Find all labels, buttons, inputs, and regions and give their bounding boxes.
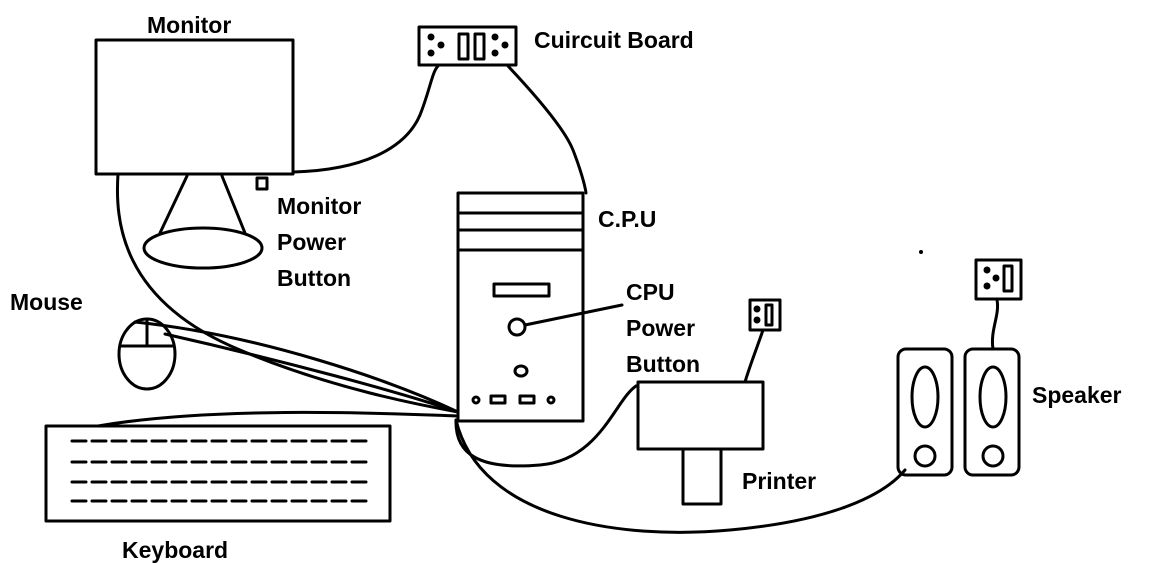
cables	[96, 64, 1000, 534]
cpu-power-button	[507, 317, 527, 337]
label-monitor: Monitor	[147, 12, 232, 38]
cable-speaker-to-socket	[990, 298, 1000, 351]
monitor	[94, 38, 295, 270]
cpu-tower	[456, 191, 585, 423]
label-monitor-power-button-line1: Monitor	[277, 193, 362, 219]
cable-keyboard-to-cpu	[96, 410, 460, 428]
printer-socket	[748, 298, 782, 332]
cable-monitor-to-cpu	[115, 172, 460, 414]
speaker-left	[896, 347, 954, 477]
label-monitor-power-button-line3: Button	[277, 265, 352, 291]
printer	[636, 380, 765, 506]
speaker-right	[963, 347, 1021, 477]
label-speaker: Speaker	[1032, 382, 1122, 408]
keyboard	[44, 424, 392, 523]
mouse	[117, 317, 177, 391]
label-cpu-power-button-line3: Button	[626, 351, 701, 377]
cable-mouse-to-cpu-top	[133, 320, 460, 414]
label-cpu-power-button: CPU Power Button	[626, 274, 700, 382]
speaker-socket	[974, 258, 1023, 301]
monitor-power-button	[255, 176, 269, 191]
label-circuit-board: Cuircuit Board	[534, 27, 694, 53]
label-monitor-power-button-line2: Power	[277, 229, 347, 255]
stray-dot	[919, 250, 923, 254]
label-monitor-power-button: Monitor Power Button	[277, 188, 361, 296]
label-cpu-power-button-line2: Power	[626, 315, 696, 341]
label-cpu-power-button-line1: CPU	[626, 279, 675, 305]
cable-printer-to-socket	[743, 328, 765, 384]
label-cpu: C.P.U	[598, 206, 657, 232]
cable-board-to-cpu	[506, 64, 588, 195]
cable-cpu-to-printer	[454, 384, 638, 468]
cable-monitor-to-board	[292, 64, 440, 174]
label-printer: Printer	[742, 468, 817, 494]
cable-cpu-to-speaker	[454, 418, 907, 534]
cable-cpu-power-label	[523, 303, 624, 327]
label-mouse: Mouse	[10, 289, 83, 315]
label-keyboard: Keyboard	[122, 537, 229, 563]
circuit-board	[417, 25, 518, 67]
cable-mouse-to-cpu-bottom	[163, 332, 460, 414]
